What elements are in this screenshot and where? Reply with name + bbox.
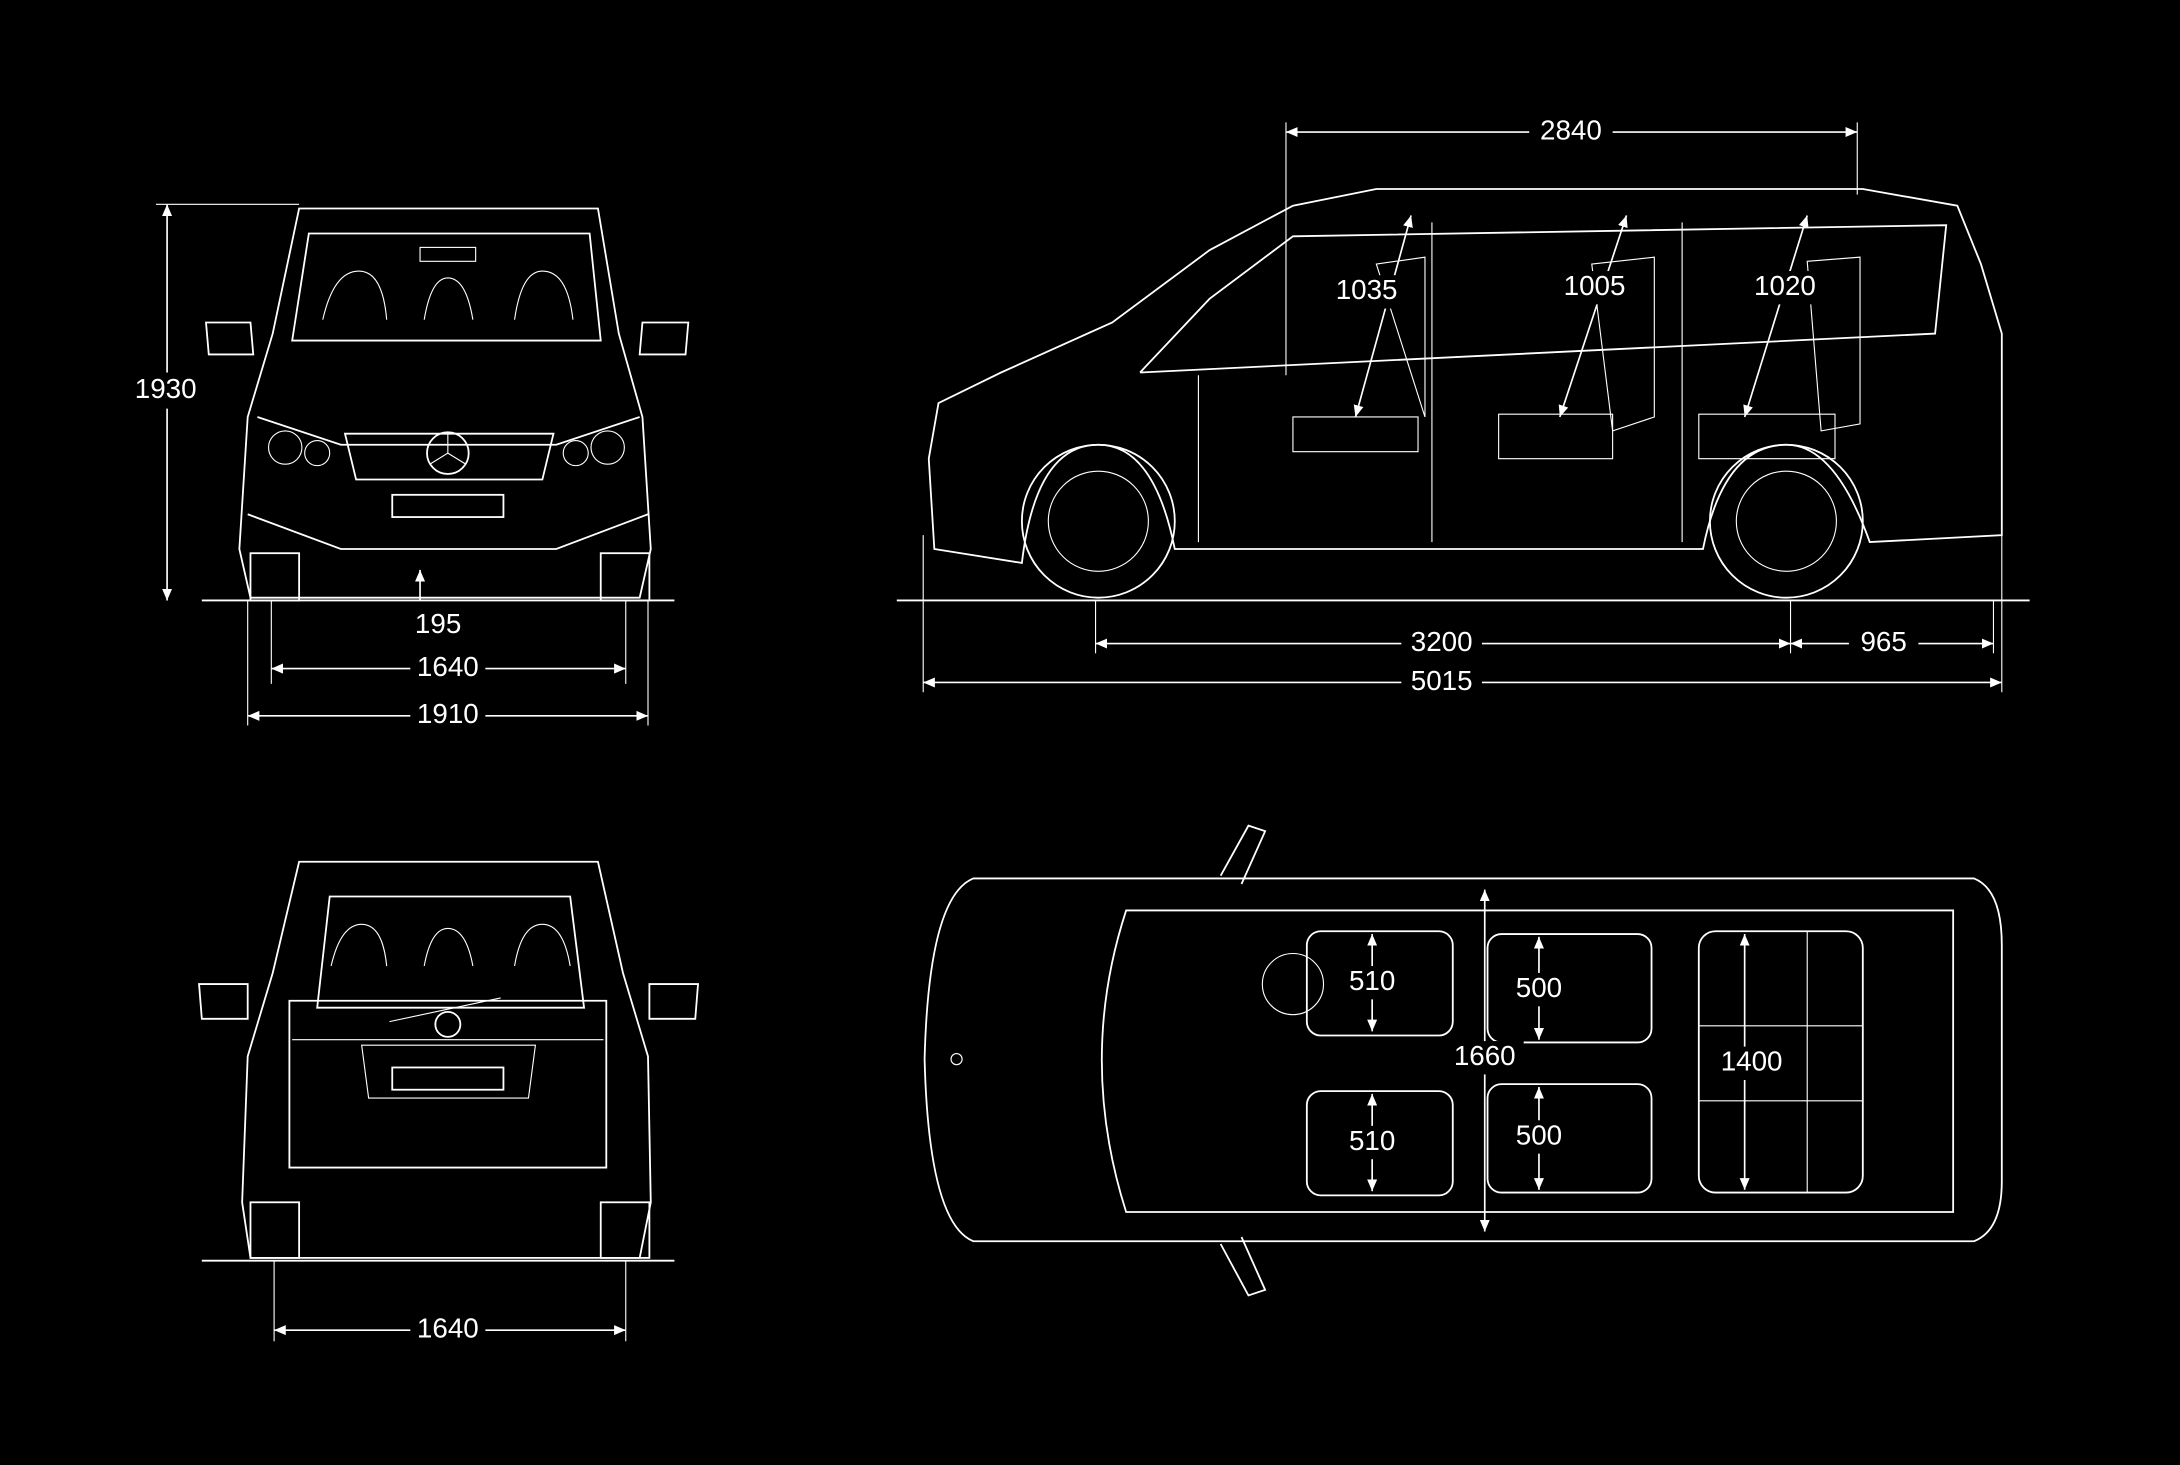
row3-headroom-label: 1020: [1754, 270, 1816, 301]
front-track-label: 1640: [417, 651, 479, 682]
bench-width-label: 1400: [1721, 1046, 1783, 1077]
wheelbase-label: 3200: [1411, 626, 1473, 657]
front-view: 1930 195 1640 1910: [128, 203, 690, 734]
row2-seat-right-label: 500: [1516, 1119, 1562, 1150]
row1-headroom-label: 1035: [1336, 274, 1398, 305]
rear-view: 1640: [198, 860, 700, 1349]
length-label: 5015: [1411, 665, 1473, 696]
row2-seat-left-label: 500: [1516, 972, 1562, 1003]
row2-headroom-label: 1005: [1564, 270, 1626, 301]
interior-length-label: 2840: [1540, 114, 1602, 145]
rear-track-label: 1640: [417, 1313, 479, 1344]
width-label: 1910: [417, 698, 479, 729]
front-seat-left-label: 510: [1349, 965, 1395, 996]
front-seat-right-label: 510: [1349, 1125, 1395, 1156]
interior-width-label: 1660: [1454, 1040, 1516, 1071]
rear-overhang-label: 965: [1860, 626, 1906, 657]
top-view: 510 510 500 500 1660 1400: [923, 824, 2003, 1297]
ground-clearance-label: 195: [415, 608, 461, 639]
side-view: 2840 1035 1005 1020 3200 965 5015: [896, 114, 2030, 701]
front-height-label: 1930: [135, 373, 197, 404]
